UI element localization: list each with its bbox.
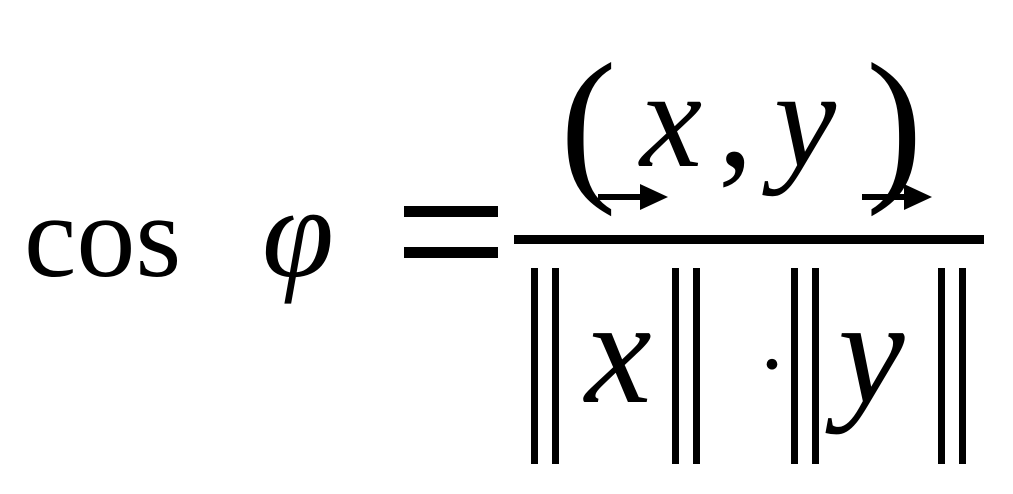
cos-function: cos bbox=[24, 171, 181, 302]
equals-sign bbox=[404, 206, 498, 258]
fraction-bar bbox=[514, 235, 984, 244]
norm-open-y bbox=[791, 268, 819, 464]
vector-arrow-x-icon bbox=[598, 184, 668, 210]
dot-operator: · bbox=[757, 315, 787, 414]
numerator-comma: , bbox=[718, 42, 753, 197]
numerator: ( x , y ) bbox=[560, 29, 932, 217]
denominator: x · y bbox=[531, 268, 966, 464]
denominator-y: y bbox=[825, 269, 905, 435]
norm-close-x bbox=[672, 268, 700, 464]
denominator-x: x bbox=[583, 269, 652, 435]
norm-close-y bbox=[938, 268, 966, 464]
open-paren: ( bbox=[560, 29, 617, 217]
vector-arrow-y-icon bbox=[862, 184, 932, 210]
numerator-x: x bbox=[638, 42, 702, 197]
close-paren: ) bbox=[866, 29, 923, 217]
norm-open-x bbox=[531, 268, 559, 464]
phi-variable: φ bbox=[262, 161, 334, 305]
numerator-y: y bbox=[762, 42, 837, 197]
